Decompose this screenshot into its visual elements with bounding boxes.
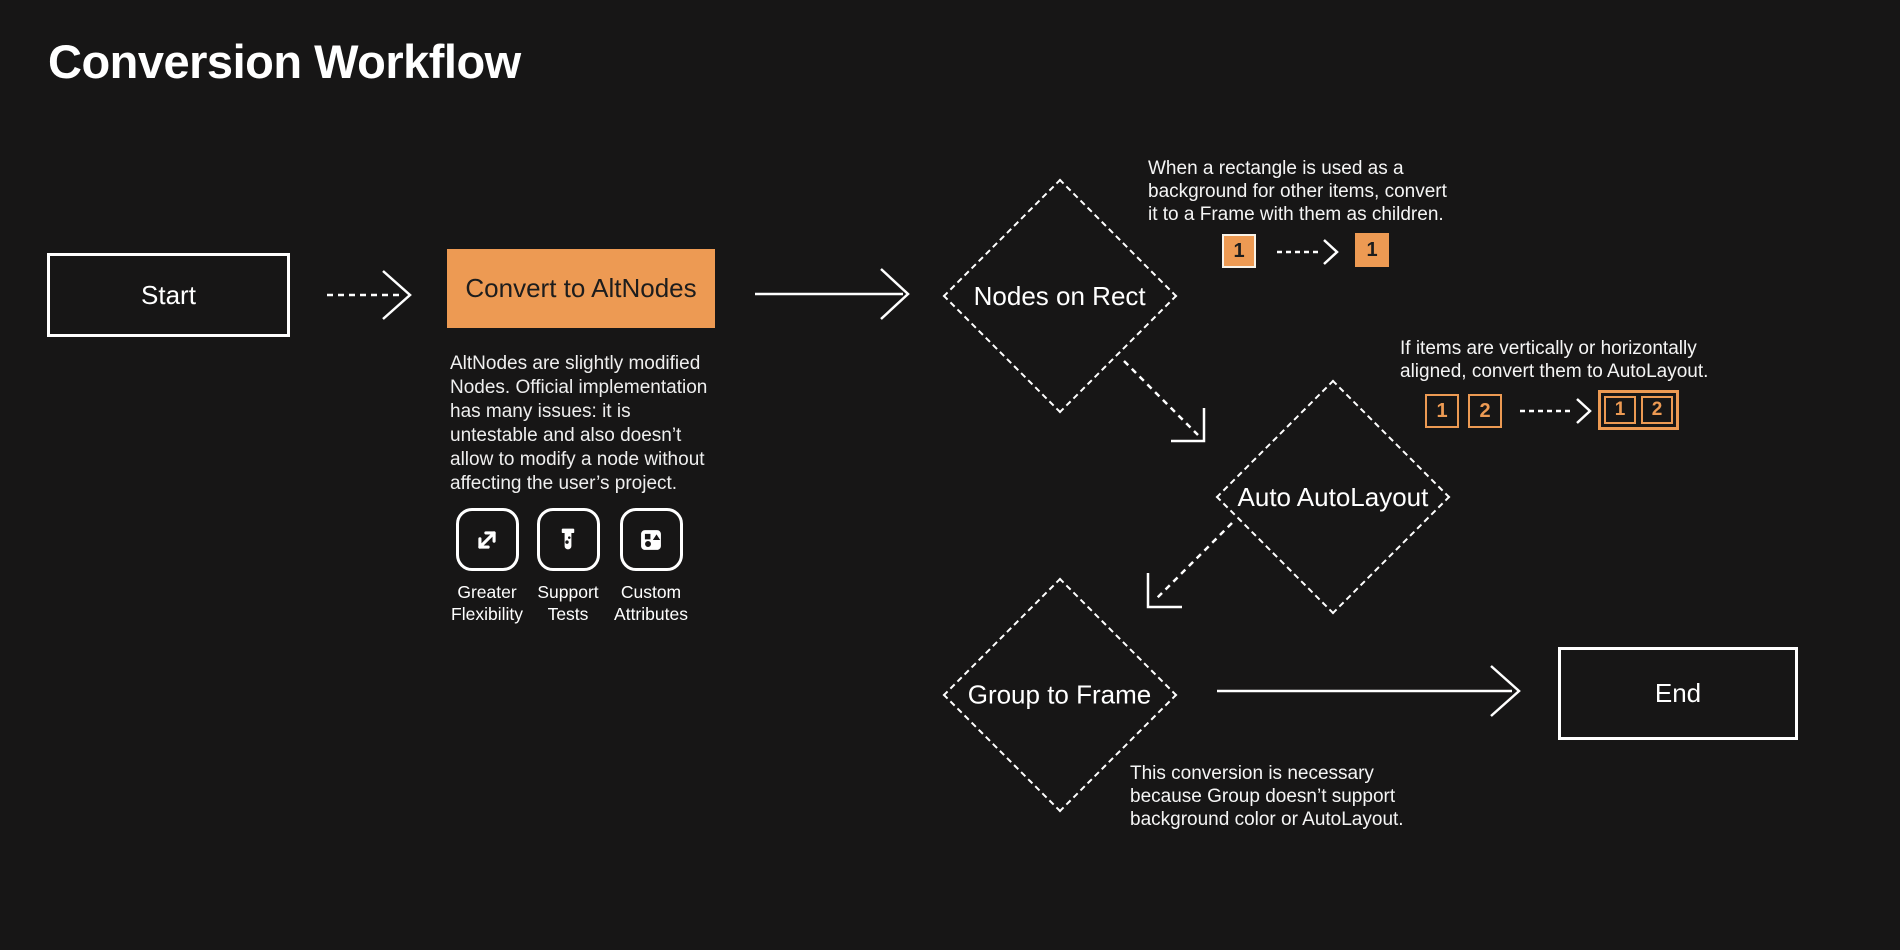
rect-example-before: 1 — [1222, 234, 1256, 268]
arrow-convert-to-nodes-on-rect — [755, 268, 910, 320]
arrow-auto-autolayout-to-group-to-frame — [1146, 522, 1233, 609]
aligned-item-1-before: 1 — [1425, 394, 1459, 428]
arrow-nodes-on-rect-to-auto-autolayout — [1123, 360, 1206, 443]
feature-label: Custom Attributes — [614, 582, 688, 624]
feature-custom-attributes: Custom Attributes — [603, 508, 699, 625]
altnodes-features: Greater Flexibility Support Tests Custom… — [441, 508, 699, 625]
auto-autolayout-diamond: Auto AutoLayout — [1215, 379, 1451, 615]
nodes-on-rect-label: Nodes on Rect — [974, 280, 1146, 311]
autolayout-item-1: 1 — [1604, 396, 1636, 424]
arrow-start-to-convert — [327, 270, 412, 320]
auto-autolayout-label: Auto AutoLayout — [1237, 481, 1429, 512]
feature-greater-flexibility: Greater Flexibility — [441, 508, 533, 625]
arrow-group-to-frame-to-end — [1217, 665, 1521, 717]
start-node: Start — [47, 253, 290, 337]
nodes-on-rect-annotation: When a rectangle is used as a background… — [1148, 158, 1447, 225]
arrow-rect-to-frame-example — [1277, 239, 1339, 265]
end-node-label: End — [1654, 678, 1702, 708]
expand-arrows-icon — [455, 508, 519, 571]
page-title: Conversion Workflow — [48, 35, 521, 88]
frame-example-after: 1 — [1355, 233, 1389, 267]
convert-to-altnodes-node: Convert to AltNodes — [447, 249, 715, 328]
arrow-items-to-autolayout-example — [1520, 398, 1592, 424]
group-to-frame-annotation: This conversion is necessary because Gro… — [1130, 763, 1404, 830]
convert-to-altnodes-label: Convert to AltNodes — [465, 273, 697, 303]
test-tube-icon — [536, 508, 600, 571]
nodes-on-rect-diamond: Nodes on Rect — [942, 178, 1178, 414]
group-to-frame-label: Group to Frame — [968, 679, 1152, 710]
auto-autolayout-annotation: If items are vertically or horizontally … — [1400, 338, 1709, 382]
aligned-item-2-before: 2 — [1468, 394, 1502, 428]
autolayout-group-after: 1 2 — [1598, 390, 1679, 430]
feature-label: Greater Flexibility — [451, 582, 523, 624]
end-node: End — [1558, 647, 1798, 740]
feature-label: Support Tests — [537, 582, 599, 624]
autolayout-item-2: 2 — [1641, 396, 1673, 424]
start-node-label: Start — [141, 279, 196, 310]
shapes-icon — [619, 508, 683, 571]
feature-support-tests: Support Tests — [533, 508, 603, 625]
altnodes-description: AltNodes are slightly modified Nodes. Of… — [450, 353, 708, 494]
